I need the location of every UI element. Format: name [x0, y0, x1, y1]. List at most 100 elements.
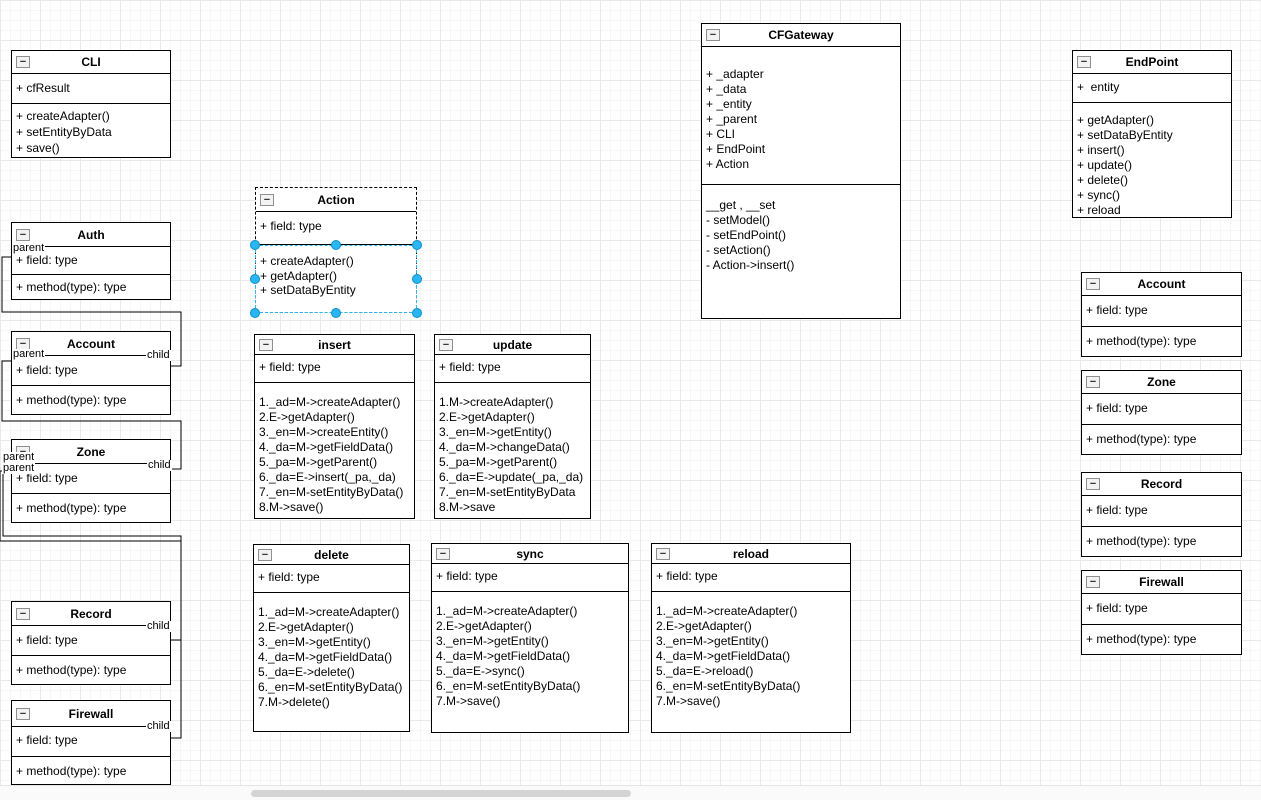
method-line: + insert()	[1077, 143, 1125, 157]
method-line: __get , __set	[706, 198, 776, 212]
edge-label-parent[interactable]: parent	[2, 451, 36, 463]
attribute-line: + field: type	[1086, 401, 1148, 415]
collapse-icon[interactable]: −	[1086, 376, 1100, 388]
edge-label-parent[interactable]: parent	[2, 462, 36, 474]
collapse-icon[interactable]: −	[1077, 56, 1091, 68]
method-line: + sync()	[1077, 188, 1121, 202]
method-line: 5._pa=M->getParent()	[439, 455, 558, 469]
class-account-right[interactable]: −Account+ field: type+ method(type): typ…	[1081, 272, 1242, 357]
attribute-line: + _parent	[706, 112, 758, 126]
edge-label-parent[interactable]: parent	[12, 348, 46, 360]
methods-section: + method(type): type	[12, 757, 170, 784]
class-title: update	[492, 337, 533, 352]
attributes-section: + field: type	[1082, 496, 1241, 527]
collapse-icon[interactable]: −	[1086, 576, 1100, 588]
attributes-section: + cfResult	[12, 74, 170, 104]
collapse-icon[interactable]: −	[436, 547, 450, 560]
selection-handle[interactable]	[250, 274, 260, 284]
collapse-icon[interactable]: −	[258, 548, 272, 561]
attribute-line: + field: type	[16, 633, 78, 647]
collapse-icon[interactable]: −	[16, 228, 30, 241]
class-account-left[interactable]: −Account+ field: type+ method(type): typ…	[11, 331, 171, 415]
horizontal-scrollbar-thumb[interactable]	[251, 790, 631, 797]
collapse-icon[interactable]: −	[1086, 278, 1100, 290]
selection-handle[interactable]	[331, 308, 341, 318]
selection-handle[interactable]	[250, 308, 260, 318]
class-firewall-right[interactable]: −Firewall+ field: type+ method(type): ty…	[1081, 570, 1242, 655]
collapse-icon[interactable]: −	[1086, 478, 1100, 490]
collapse-icon[interactable]: −	[16, 56, 30, 68]
selection-handle[interactable]	[331, 240, 341, 250]
edge-label-parent[interactable]: parent	[12, 242, 46, 254]
edge-label-child[interactable]: child	[146, 349, 171, 361]
attributes-section: + field: type	[1082, 594, 1241, 625]
method-line: 7.M->save()	[656, 694, 721, 708]
class-cli[interactable]: −CLI+ cfResult+ createAdapter()+ setEnti…	[11, 50, 171, 158]
method-line: 4._da=M->getFieldData()	[258, 650, 393, 664]
class-record-left[interactable]: −Record+ field: type+ method(type): type	[11, 601, 171, 685]
edge-auth-parent-to-account-child[interactable]	[1, 256, 182, 367]
edge-label-child[interactable]: child	[147, 459, 172, 471]
collapse-icon[interactable]: −	[656, 547, 670, 560]
attribute-line: + Action	[706, 157, 750, 171]
edge-zone-parent-to-firewall-child[interactable]	[0, 470, 182, 739]
attribute-line: + EndPoint	[706, 142, 766, 156]
attribute-line: + _entity	[706, 97, 752, 111]
class-title: Account	[1137, 277, 1186, 291]
selection-handle[interactable]	[412, 308, 422, 318]
method-line: + update()	[1077, 158, 1133, 172]
edge-label-child[interactable]: child	[146, 720, 171, 732]
attribute-line: + _data	[706, 82, 747, 96]
class-title: Account	[67, 336, 115, 351]
method-line: 6._en=M-setEntityByData()	[258, 680, 403, 694]
method-line: + getAdapter()	[260, 268, 338, 283]
class-cfgateway[interactable]: −CFGateway+ _adapter+ _data+ _entity+ _p…	[701, 23, 901, 319]
method-line: + method(type): type	[16, 393, 127, 407]
class-title: EndPoint	[1125, 55, 1179, 69]
method-line: + createAdapter()	[260, 254, 354, 268]
collapse-icon[interactable]: −	[260, 193, 274, 206]
edge-label-child[interactable]: child	[146, 620, 171, 632]
method-line: + method(type): type	[16, 663, 127, 677]
selection-handle[interactable]	[412, 240, 422, 250]
class-zone-right[interactable]: −Zone+ field: type+ method(type): type	[1081, 370, 1242, 455]
method-line: 2.E->getAdapter()	[656, 619, 752, 633]
class-title: Zone	[76, 444, 106, 459]
edge-account-parent-to-zone-child[interactable]	[1, 360, 182, 470]
methods-section: + method(type): type	[12, 656, 170, 684]
selection-handle[interactable]	[250, 240, 260, 250]
attribute-line: + field: type	[260, 219, 322, 233]
collapse-icon[interactable]: −	[259, 338, 273, 351]
collapse-icon[interactable]: −	[439, 338, 453, 351]
collapse-icon[interactable]: −	[16, 607, 30, 620]
class-endpoint[interactable]: −EndPoint+ entity+ getAdapter()+ setData…	[1072, 50, 1232, 218]
method-line: 4._da=M->getFieldData()	[656, 649, 791, 663]
class-record-right[interactable]: −Record+ field: type+ method(type): type	[1081, 472, 1242, 557]
method-line: 6._da=E->insert(_pa,_da)	[259, 470, 396, 484]
methods-section: + method(type): type	[12, 386, 170, 414]
method-line: 6._en=M-setEntityByData()	[656, 679, 801, 693]
selection-handle[interactable]	[412, 274, 422, 284]
attributes-section: + field: type	[254, 565, 409, 593]
class-title: delete	[314, 547, 349, 562]
class-auth[interactable]: −Auth+ field: type+ method(type): type	[11, 222, 171, 300]
attribute-line: + field: type	[259, 360, 321, 374]
class-action[interactable]: −Action+ field: type+ createAdapter()+ g…	[255, 187, 417, 313]
class-firewall-left[interactable]: −Firewall+ field: type+ method(type): ty…	[11, 700, 171, 785]
horizontal-scrollbar-track[interactable]	[0, 785, 1261, 800]
method-line: 5._da=E->sync()	[436, 664, 525, 678]
methods-section: + method(type): type	[1082, 625, 1241, 654]
method-line: 1.M->createAdapter()	[439, 395, 554, 409]
attribute-line: + cfResult	[16, 81, 70, 95]
collapse-icon[interactable]: −	[706, 29, 720, 41]
selection-rect	[255, 245, 417, 313]
collapse-icon[interactable]: −	[16, 707, 30, 720]
class-zone-left[interactable]: −Zone+ field: type+ method(type): type	[11, 439, 171, 523]
method-line: 2.E->getAdapter()	[436, 619, 532, 633]
